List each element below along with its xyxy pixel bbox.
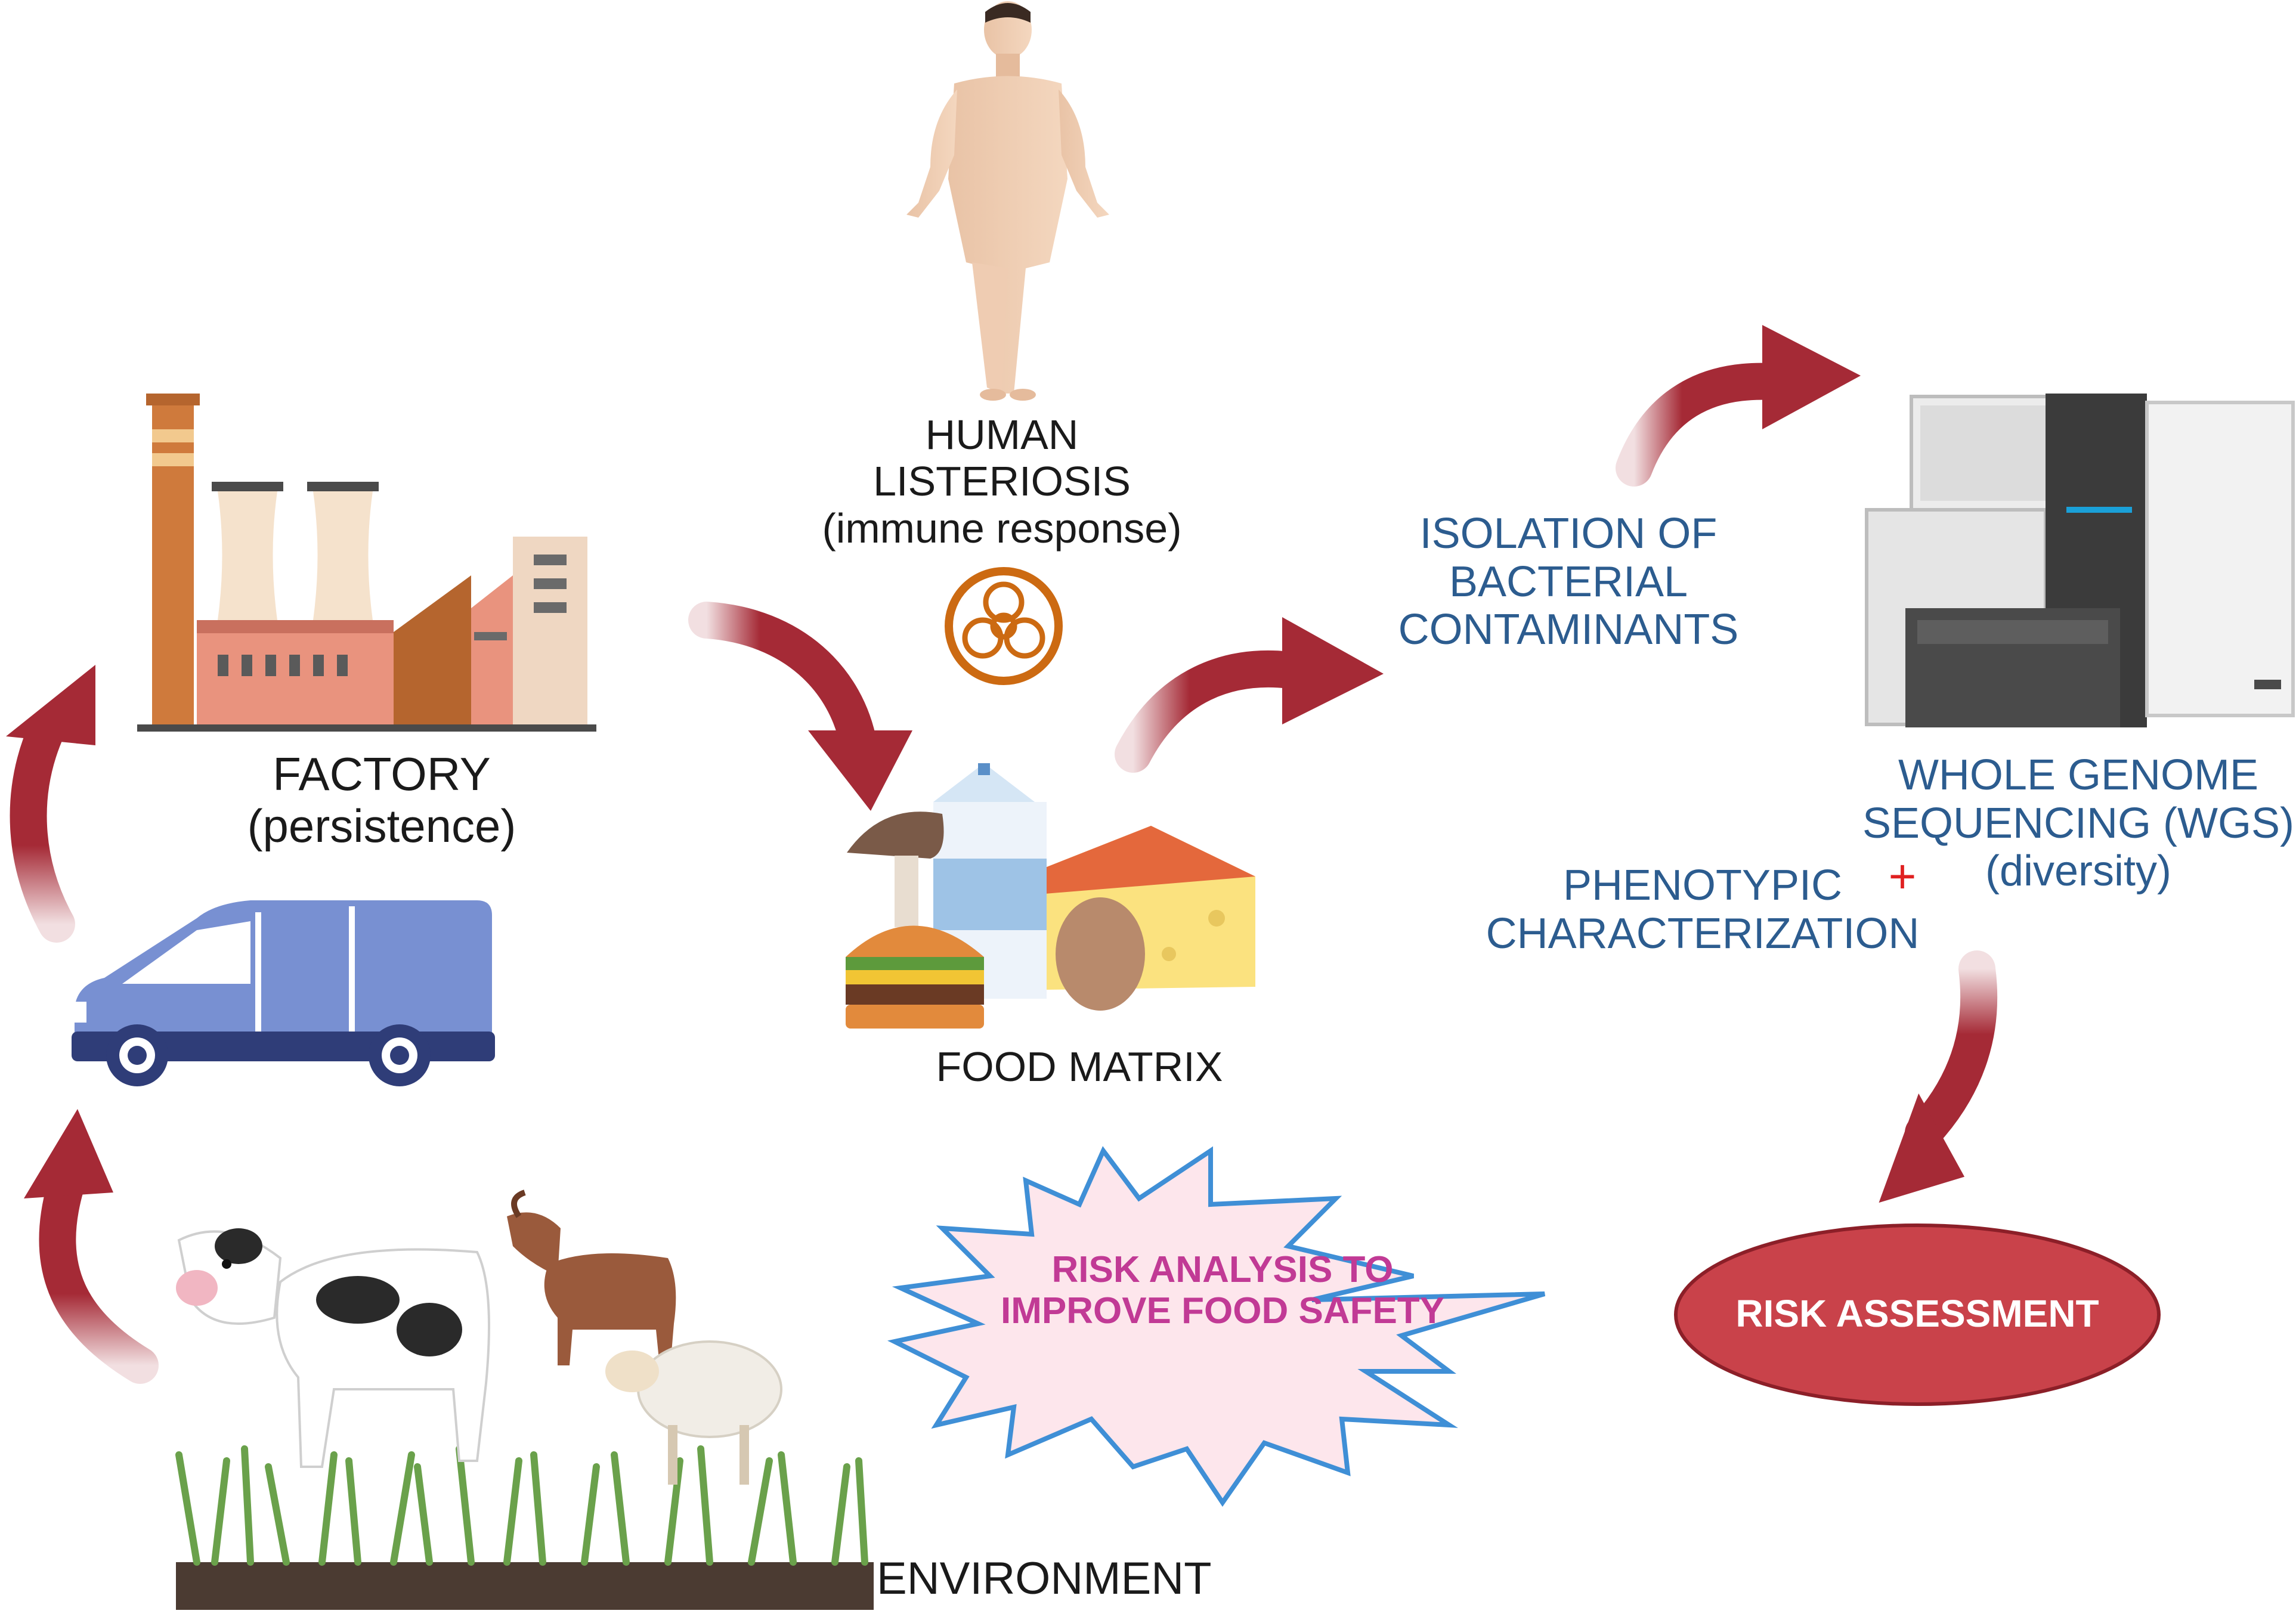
phenotypic-line1: PHENOTYPIC [1562, 862, 1843, 909]
wgs-line3: (diversity) [1985, 847, 2171, 896]
arrow-to-food-matrix [688, 602, 912, 811]
arrow-isolation-to-wgs [1616, 325, 1861, 487]
wgs-line2: SEQUENCING (WGS) [1862, 799, 2294, 847]
wgs-label: WHOLE GENOME SEQUENCING (WGS) (diversity… [1861, 751, 2296, 896]
plus-text: + [1888, 850, 1917, 903]
factory-label-line1: FACTORY [273, 748, 491, 800]
factory-icon [137, 394, 596, 732]
van-icon [72, 900, 495, 1086]
sequencer-icon [1865, 394, 2295, 727]
factory-label-line2: (persistence) [247, 800, 516, 853]
arrow-van-to-factory [6, 665, 95, 943]
human-listeriosis-label: HUMAN LISTERIOSIS (immune response) [787, 411, 1217, 552]
risk-assessment-text: RISK ASSESSMENT [1735, 1292, 2099, 1335]
food-matrix-text: FOOD MATRIX [936, 1043, 1223, 1090]
risk-analysis-line1: RISK ANALYSIS TO [1051, 1249, 1394, 1290]
human-label-line2: LISTERIOSIS [873, 458, 1131, 505]
isolation-label: ISOLATION OF BACTERIAL CONTAMINANTS [1360, 510, 1777, 654]
wgs-line1: WHOLE GENOME [1898, 751, 2259, 799]
factory-label: FACTORY (persistence) [191, 748, 573, 853]
isolation-line3: CONTAMINANTS [1398, 606, 1739, 654]
biohazard-icon [945, 567, 1063, 685]
plus-sign: + [1882, 850, 1923, 903]
phenotypic-line2: CHARACTERIZATION [1486, 909, 1920, 958]
isolation-line1: ISOLATION OF [1419, 510, 1718, 557]
isolation-line2: BACTERIAL [1449, 557, 1688, 606]
arrow-environment-to-van [24, 1109, 159, 1384]
food-matrix-label: FOOD MATRIX [906, 1043, 1252, 1090]
risk-analysis-line2: IMPROVE FOOD SAFETY [1000, 1290, 1445, 1332]
food-group-icon [846, 763, 1255, 1029]
environment-label: ENVIRONMENT [877, 1553, 1246, 1604]
risk-assessment-label: RISK ASSESSMENT [1676, 1292, 2159, 1336]
risk-analysis-starburst [887, 1146, 1546, 1507]
arrow-wgs-to-risk-assessment [1879, 950, 1998, 1203]
risk-analysis-label: RISK ANALYSIS TO IMPROVE FOOD SAFETY [954, 1249, 1491, 1332]
risk-assessment-ellipse [1674, 1223, 2161, 1406]
environment-text: ENVIRONMENT [877, 1553, 1212, 1604]
grass-icon [175, 1445, 874, 1610]
arrow-food-to-isolation [1115, 617, 1384, 773]
human-label-line3: (immune response) [822, 504, 1182, 552]
human-label-line1: HUMAN [925, 411, 1079, 458]
phenotypic-label: PHENOTYPIC CHARACTERIZATION [1479, 862, 1926, 958]
livestock-icon [176, 1190, 782, 1485]
human-figure-icon [906, 1, 1109, 401]
